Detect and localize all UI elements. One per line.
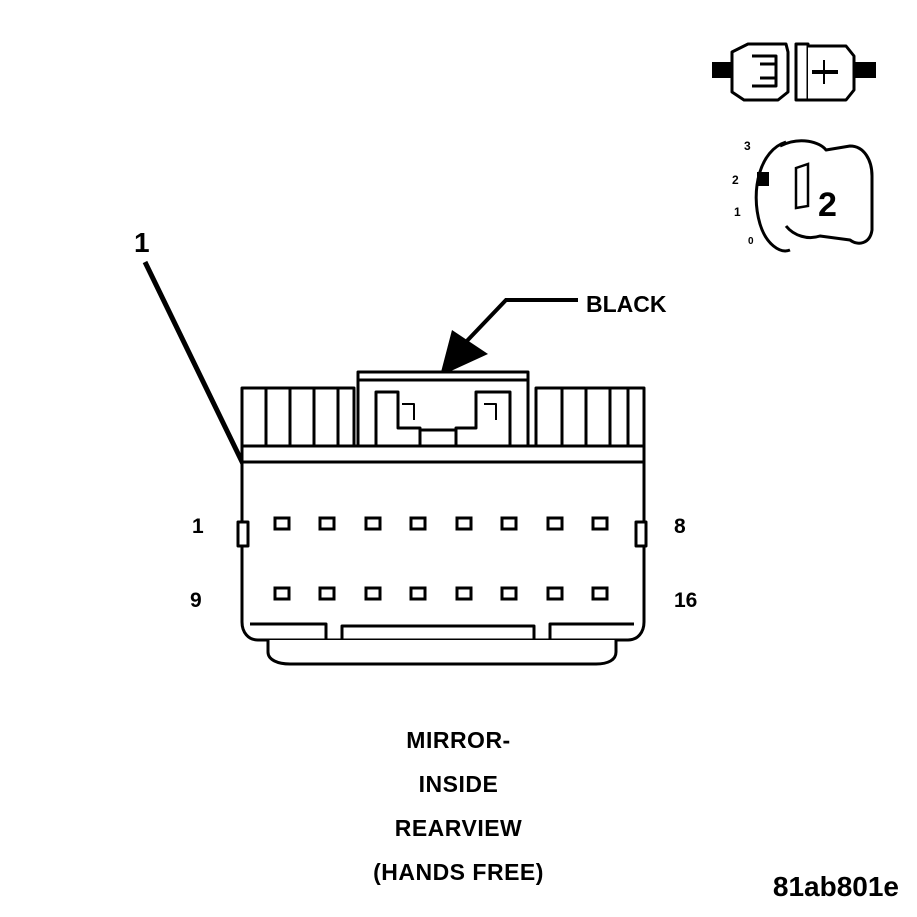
pin-label-8: 8 xyxy=(674,515,686,538)
connector-color-label: BLACK xyxy=(586,291,667,317)
cavity-7 xyxy=(546,516,564,531)
cavity-3 xyxy=(364,516,382,531)
cavity-2 xyxy=(318,516,336,531)
caption-line-3: REARVIEW xyxy=(394,815,523,841)
connector-body xyxy=(236,370,648,666)
pin-row-bottom xyxy=(273,586,609,601)
key-position-2: 2 xyxy=(732,173,739,187)
cavity-13 xyxy=(455,586,473,601)
cavity-10 xyxy=(318,586,336,601)
cavity-14 xyxy=(500,586,518,601)
connector-mating-icon xyxy=(712,42,876,102)
cavity-1 xyxy=(273,516,291,531)
cavity-15 xyxy=(546,586,564,601)
color-leader-arrow xyxy=(440,298,578,376)
cavity-16 xyxy=(591,586,609,601)
callout-number: 1 xyxy=(134,227,150,258)
pin-label-16: 16 xyxy=(674,589,697,612)
caption-line-4: (HANDS FREE) xyxy=(373,859,544,885)
cavity-5 xyxy=(455,516,473,531)
key-position-3: 3 xyxy=(744,139,751,153)
pin-label-9: 9 xyxy=(190,589,202,612)
connector-caption: MIRROR- INSIDE REARVIEW (HANDS FREE) xyxy=(0,718,917,894)
cavity-8 xyxy=(591,516,609,531)
figure-id: 81ab801e xyxy=(772,871,899,902)
cavity-11 xyxy=(364,586,382,601)
ignition-key-icon: 3 2 1 0 2 xyxy=(732,139,874,253)
cavity-4 xyxy=(409,516,427,531)
pin-row-top xyxy=(273,516,609,531)
cavity-9 xyxy=(273,586,291,601)
cavity-12 xyxy=(409,586,427,601)
cavity-6 xyxy=(500,516,518,531)
caption-line-1: MIRROR- xyxy=(406,727,511,753)
pin-label-1: 1 xyxy=(192,515,204,538)
key-position-1: 1 xyxy=(734,205,741,219)
key-position-0: 0 xyxy=(748,236,754,247)
caption-line-2: INSIDE xyxy=(418,771,499,797)
key-selected-position: 2 xyxy=(818,186,837,224)
